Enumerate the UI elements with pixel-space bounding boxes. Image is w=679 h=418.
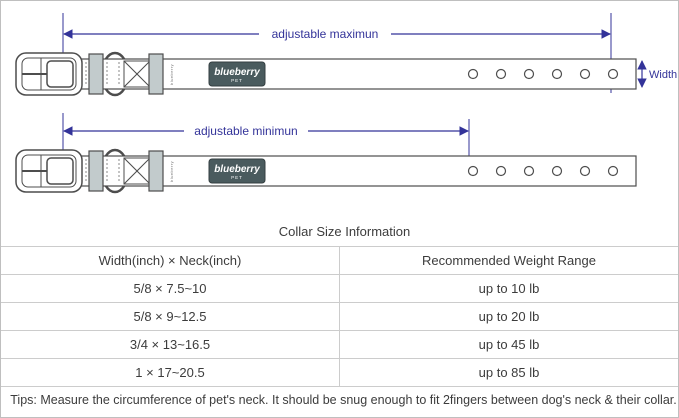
collar-buckle (15, 149, 83, 193)
x-stitch-box (123, 157, 151, 185)
table-title-row: Collar Size Information (1, 218, 678, 247)
adjustable-maximum-label: adjustable maximun (272, 27, 379, 41)
table-row: 5/8 × 7.5~10 up to 10 lb (1, 273, 678, 303)
collar-keeper (88, 53, 104, 95)
table-row: 1 × 17~20.5 up to 85 lb (1, 357, 678, 387)
collar-holes (467, 68, 619, 80)
tips-text: Tips: Measure the circumference of pet's… (1, 385, 678, 414)
logo-sub-text: PET (231, 78, 243, 83)
size-cell: 3/4 × 13~16.5 (1, 329, 340, 359)
collar-bottom-diagram: adjustable minimun (15, 113, 637, 194)
blueberry-logo: blueberry PET (208, 61, 266, 87)
collar-top-diagram: adjustable maximun (15, 13, 677, 97)
weight-cell: up to 20 lb (339, 301, 678, 331)
column-header-weight: Recommended Weight Range (339, 245, 678, 275)
table-tips-row: Tips: Measure the circumference of pet's… (1, 385, 678, 414)
collar-keeper (148, 150, 164, 192)
logo-brand-text: blueberry (214, 67, 260, 78)
column-header-size: Width(inch) × Neck(inch) (1, 245, 340, 275)
collar-diagrams: adjustable maximun (1, 1, 678, 218)
width-label: Width (649, 69, 677, 81)
collar-strap (70, 58, 637, 90)
x-stitch-box (123, 60, 151, 88)
table-row: 5/8 × 9~12.5 up to 20 lb (1, 301, 678, 331)
adjustable-minimum-label: adjustable minimun (194, 124, 297, 138)
collar-buckle (15, 52, 83, 96)
collar-size-table: Collar Size Information Width(inch) × Ne… (1, 218, 678, 414)
weight-cell: up to 85 lb (339, 357, 678, 387)
table-row: 3/4 × 13~16.5 up to 45 lb (1, 329, 678, 359)
size-cell: 1 × 17~20.5 (1, 357, 340, 387)
weight-cell: up to 10 lb (339, 273, 678, 303)
collar-holes (467, 165, 619, 177)
strap-vertical-brand-text: blueberry (169, 161, 174, 182)
collar-diagram-svg: adjustable maximun (15, 13, 677, 194)
size-cell: 5/8 × 9~12.5 (1, 301, 340, 331)
size-cell: 5/8 × 7.5~10 (1, 273, 340, 303)
collar-keeper (88, 150, 104, 192)
logo-brand-text: blueberry (214, 164, 260, 175)
collar-keeper (148, 53, 164, 95)
table-title: Collar Size Information (1, 218, 678, 247)
weight-cell: up to 45 lb (339, 329, 678, 359)
collar-strap (70, 155, 637, 187)
logo-sub-text: PET (231, 175, 243, 180)
strap-vertical-brand-text: blueberry (169, 64, 174, 85)
table-header-row: Width(inch) × Neck(inch) Recommended Wei… (1, 245, 678, 275)
blueberry-logo: blueberry PET (208, 158, 266, 184)
